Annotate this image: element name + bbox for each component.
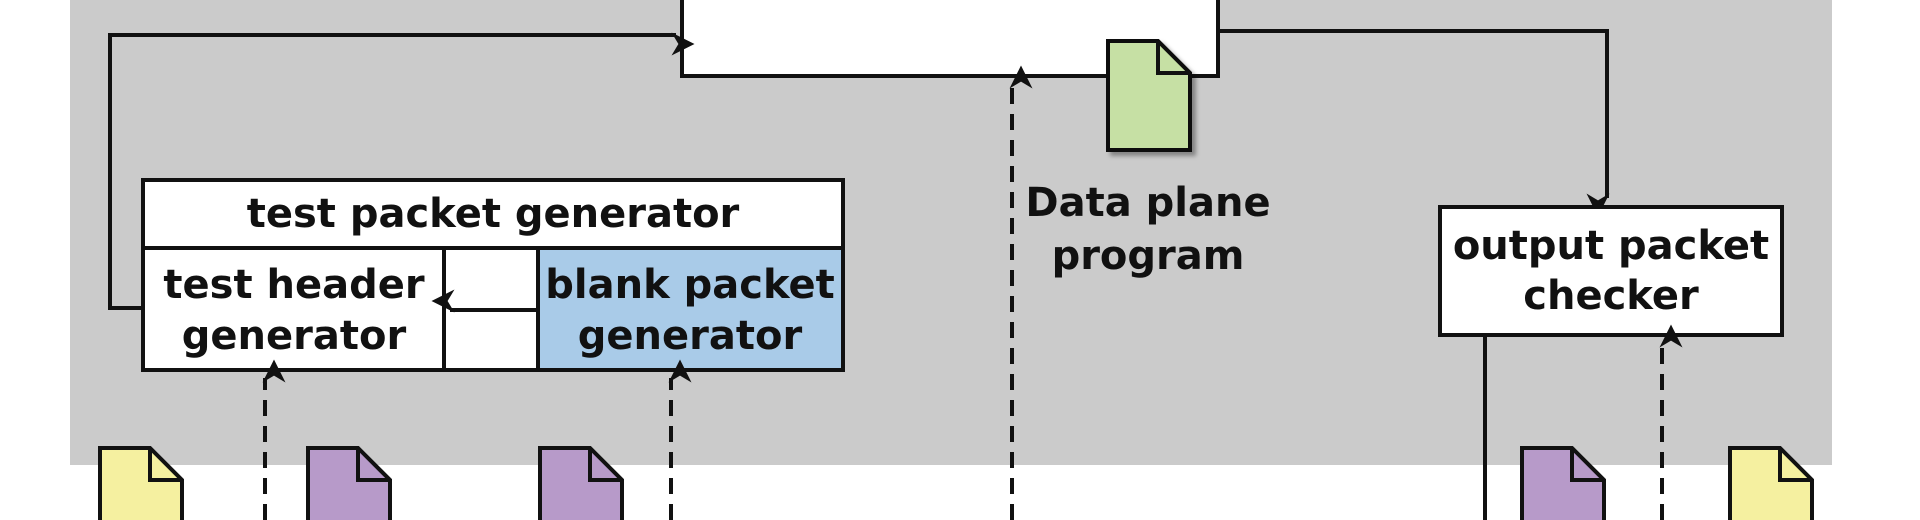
data-plane-program-document-icon bbox=[1106, 39, 1192, 152]
test-header-generator-label-line2: generator bbox=[182, 313, 407, 359]
yellow-document-icon bbox=[98, 446, 184, 520]
output-arrow bbox=[1218, 29, 1610, 217]
data-plane-program-label-line2: program bbox=[1052, 233, 1245, 279]
purple-document-icon bbox=[538, 446, 624, 520]
test-packet-generator: test packet generator test header genera… bbox=[141, 178, 845, 372]
yellow-document-icon bbox=[1728, 446, 1814, 520]
output-packet-checker: output packet checker bbox=[1438, 205, 1784, 337]
blank-packet-generator-label-line2: generator bbox=[578, 313, 803, 359]
purple-document-icon bbox=[1520, 446, 1606, 520]
purple-document-icon bbox=[306, 446, 392, 520]
test-header-generator-label-line1: test header bbox=[163, 262, 424, 308]
feedback-arrow bbox=[108, 32, 695, 310]
output-packet-checker-label-line2: checker bbox=[1523, 273, 1699, 319]
blank-packet-generator bbox=[536, 246, 845, 372]
test-packet-generator-title: test packet generator bbox=[247, 191, 740, 237]
blank-packet-generator-label-line1: blank packet bbox=[545, 262, 834, 308]
output-packet-checker-label-line1: output packet bbox=[1453, 223, 1769, 269]
data-plane-program-label-line1: Data plane bbox=[1025, 180, 1270, 226]
